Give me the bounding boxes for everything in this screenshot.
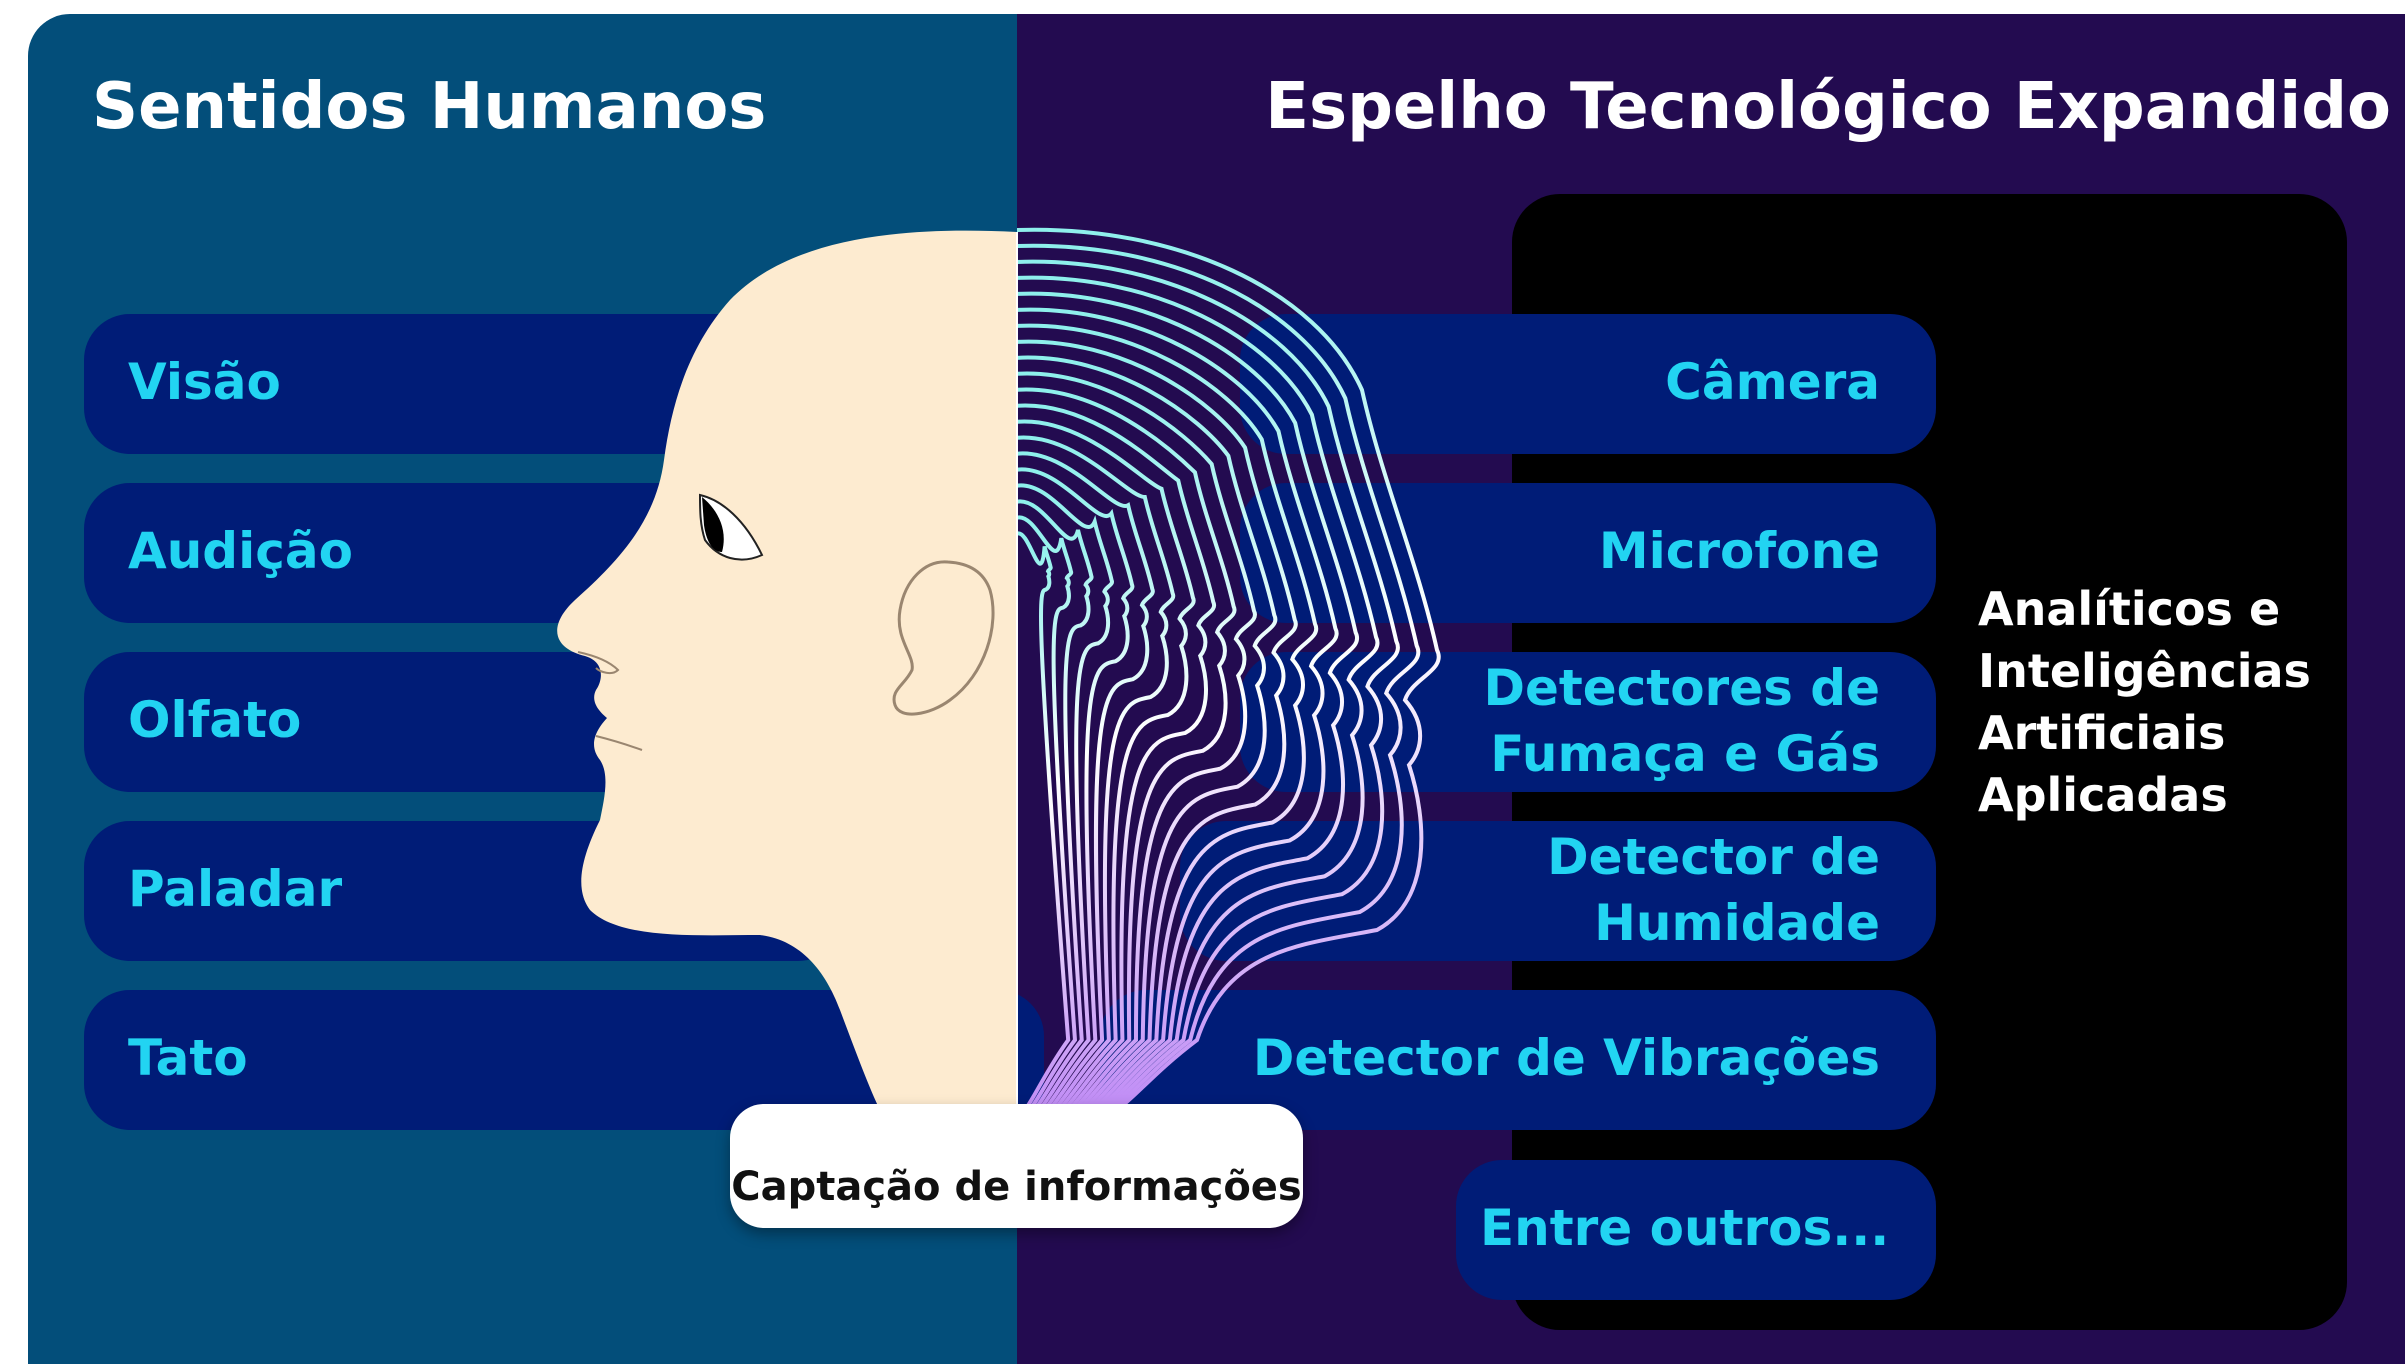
human-head-profile xyxy=(557,230,1017,1110)
pill-humidity xyxy=(1180,821,1936,961)
contour-line xyxy=(1017,419,1196,1112)
sense-label-hearing: Audição xyxy=(128,522,353,580)
caption-text: Captação de informações xyxy=(731,1164,1302,1210)
sensor-label-camera: Câmera xyxy=(1665,353,1880,411)
pill-microphone xyxy=(1240,483,1936,623)
ear-icon xyxy=(892,560,995,716)
contour-line xyxy=(1017,467,1135,1112)
contour-line xyxy=(1017,243,1421,1112)
sensor-label-humidity: Detector de Humidade xyxy=(1547,828,1880,952)
contour-line xyxy=(1017,371,1257,1112)
contour-line xyxy=(1017,355,1278,1112)
sense-label-touch: Tato xyxy=(128,1029,248,1087)
pill-vibration xyxy=(1100,990,1936,1130)
pill-others xyxy=(1456,1160,1936,1300)
caption-box: Captação de informações xyxy=(730,1104,1303,1228)
pill-vision xyxy=(84,314,844,454)
contour-line xyxy=(1017,275,1380,1112)
digital-head-profile xyxy=(1017,227,1441,1112)
pill-touch xyxy=(84,990,1044,1130)
sense-label-smell: Olfato xyxy=(128,691,302,749)
contour-line xyxy=(1017,515,1078,1112)
pill-camera xyxy=(1240,314,1936,454)
contour-line xyxy=(1017,435,1176,1112)
contour-line xyxy=(1017,339,1298,1112)
sensor-label-others: Entre outros... xyxy=(1480,1199,1890,1257)
contour-line xyxy=(1017,323,1319,1112)
sense-label-vision: Visão xyxy=(128,353,281,411)
contour-line xyxy=(1017,387,1237,1112)
contour-line xyxy=(1017,499,1094,1112)
contour-line xyxy=(1017,291,1360,1112)
contour-line xyxy=(1017,227,1441,1112)
contour-line xyxy=(1017,403,1217,1112)
contour-line xyxy=(1017,307,1339,1112)
contour-line xyxy=(1017,483,1114,1112)
right-pills xyxy=(1100,314,1936,1300)
contour-line xyxy=(1017,451,1155,1112)
ai-description: Analíticos e Inteligências Artificiais A… xyxy=(1978,582,2311,822)
left-title: Sentidos Humanos xyxy=(92,70,767,144)
sensor-label-microphone: Microfone xyxy=(1598,522,1880,580)
contour-line xyxy=(1017,259,1400,1112)
right-title: Espelho Tecnológico Expandido xyxy=(1265,70,2391,144)
contour-line xyxy=(1017,531,1071,1112)
sensor-label-smoke-gas: Detectores de Fumaça e Gás xyxy=(1483,659,1880,783)
sensor-label-vibration: Detector de Vibrações xyxy=(1252,1029,1880,1087)
sense-label-taste: Paladar xyxy=(128,860,343,918)
